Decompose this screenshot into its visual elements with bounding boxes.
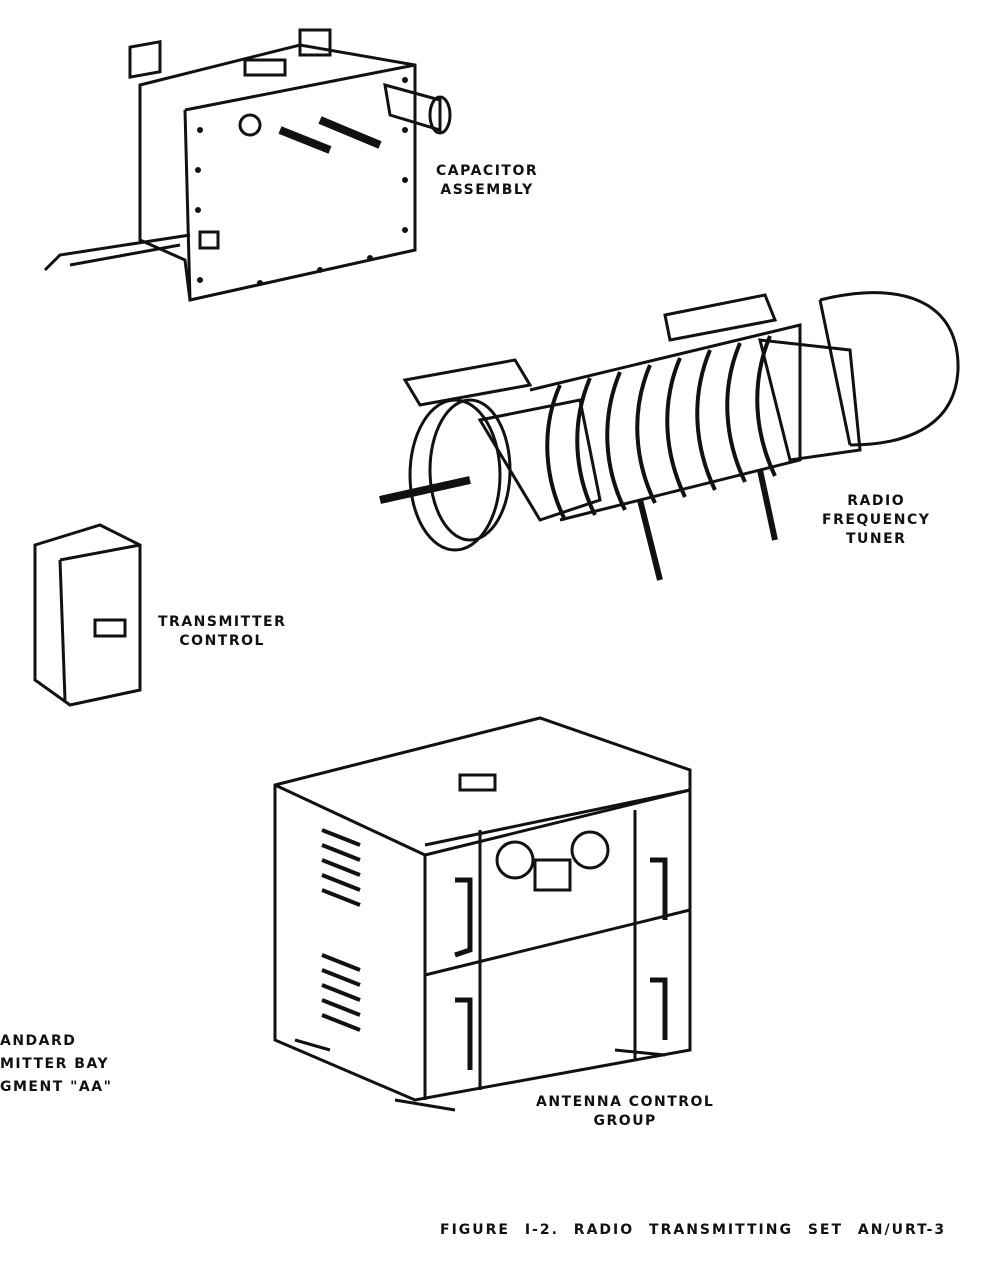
antenna-control-group-drawing [273,716,692,1112]
capacitor-assembly-drawing [43,28,452,302]
label-line: TUNER [845,531,907,547]
label-transmitter-control: TRANSMITTER CONTROL [158,613,286,651]
label-line: GMENT "AA" [0,1079,113,1095]
label-radio-frequency-tuner: RADIO FREQUENCY TUNER [822,492,930,549]
label-line: MITTER BAY [0,1056,110,1072]
label-capacitor-assembly: CAPACITOR ASSEMBLY [436,162,538,200]
label-line: TRANSMITTER [158,614,287,630]
label-line: ANTENNA CONTROL [536,1094,715,1110]
label-line: ANDARD [0,1033,77,1049]
label-line: ASSEMBLY [440,182,534,198]
label-line: RADIO [847,493,906,509]
label-line: CAPACITOR [436,163,539,179]
figure-caption: FIGURE I-2. RADIO TRANSMITTING SET AN/UR… [440,1222,947,1238]
label-standard-transmitter-bay: ANDARD MITTER BAY GMENT "AA" [0,1030,112,1099]
radio-frequency-tuner-drawing [379,291,960,581]
label-line: FREQUENCY [822,512,931,528]
transmitter-control-drawing [33,523,142,707]
label-line: GROUP [593,1113,657,1129]
label-line: CONTROL [179,633,265,649]
label-antenna-control-group: ANTENNA CONTROL GROUP [536,1093,714,1131]
